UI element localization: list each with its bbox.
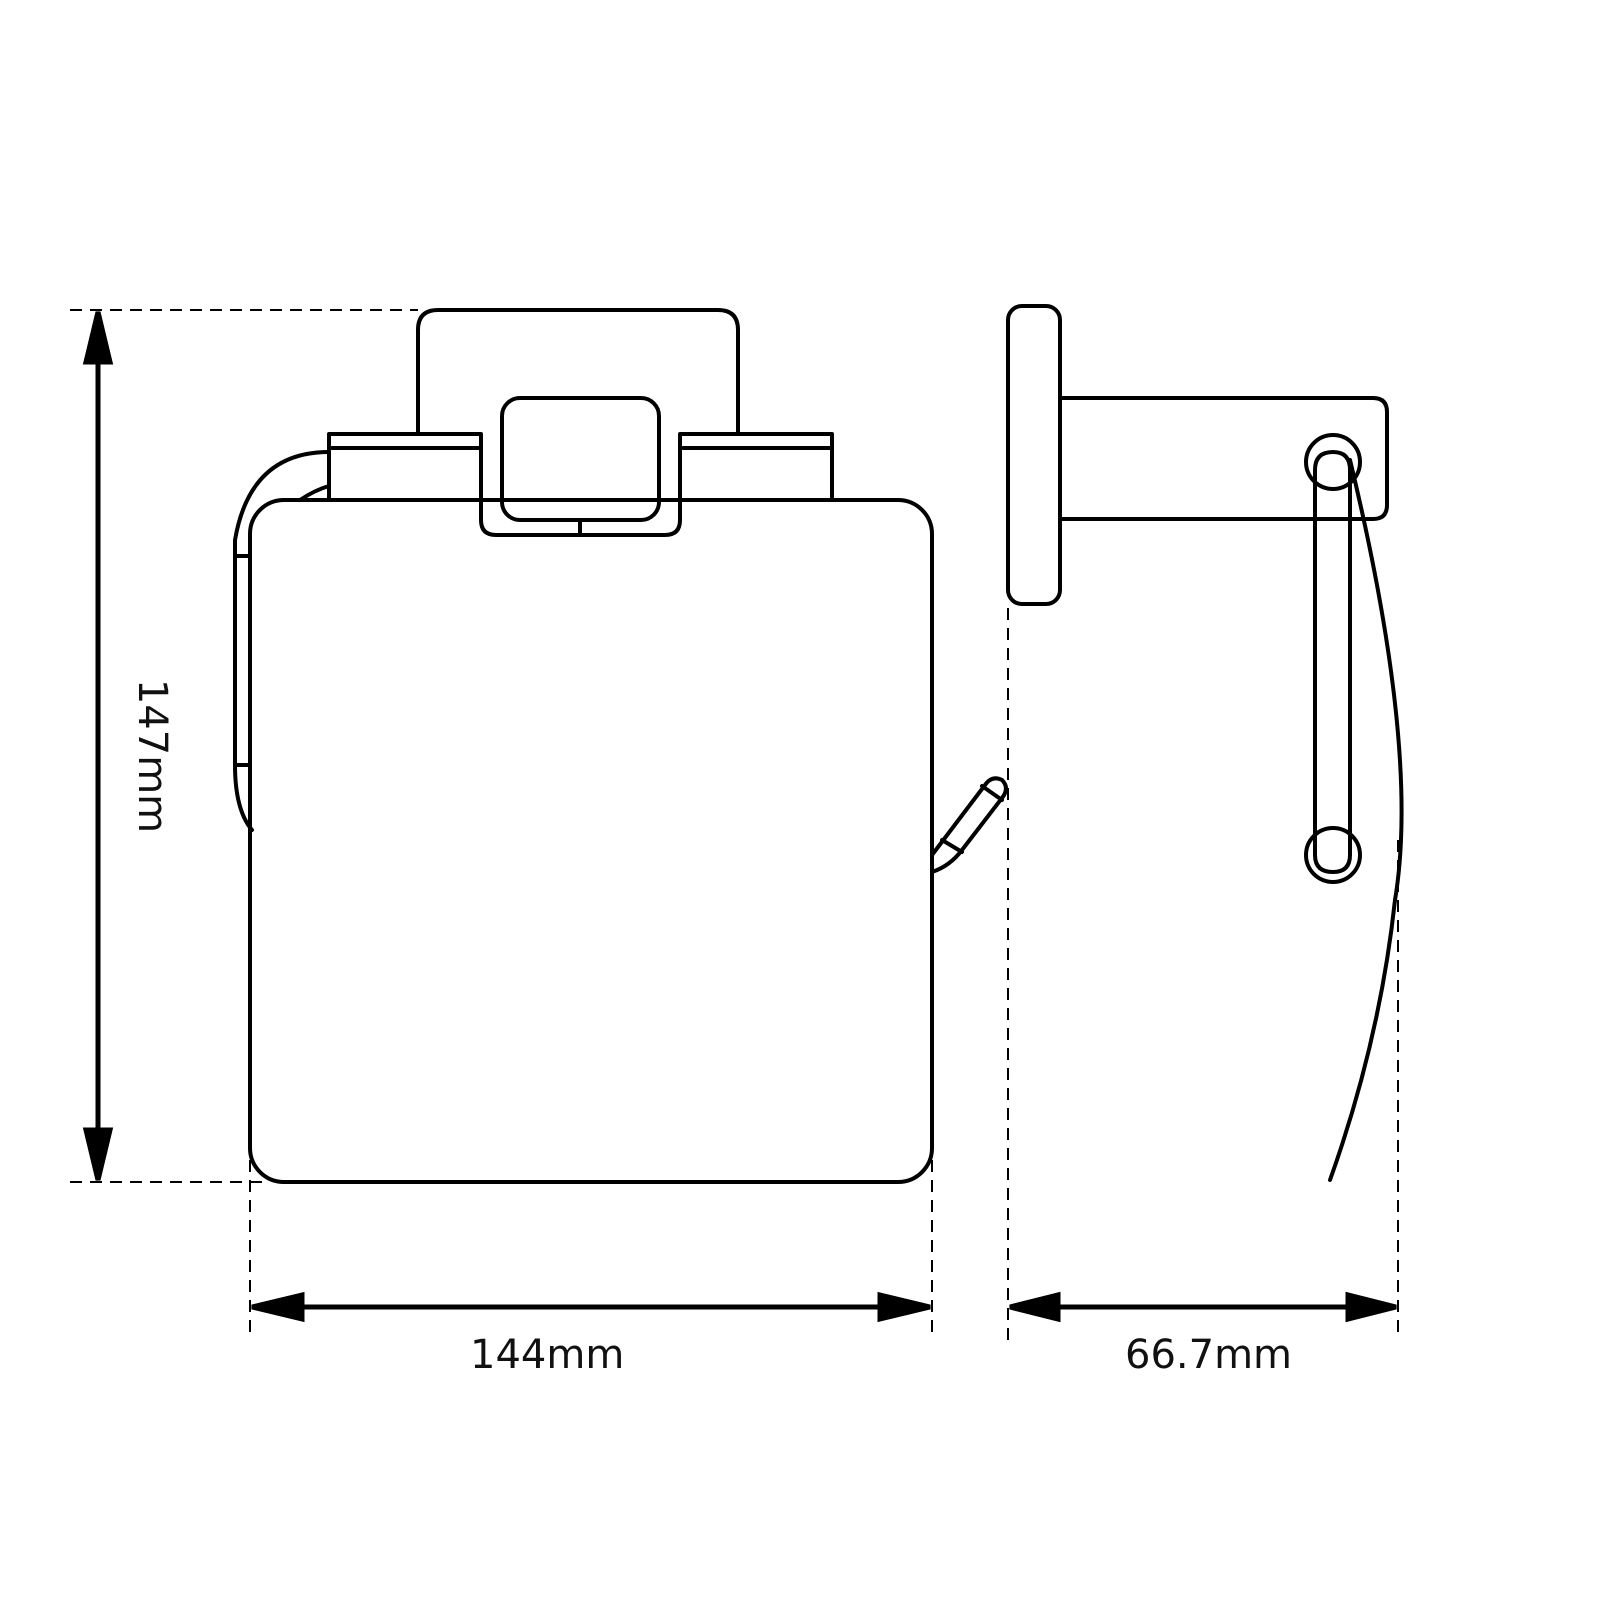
front-view (233, 308, 1008, 1184)
width-label: 144mm (470, 1332, 625, 1378)
spindle-side (1313, 450, 1352, 874)
arrow-right-icon (1345, 1291, 1397, 1323)
cover (248, 498, 934, 1184)
right-arm-block (678, 432, 834, 502)
arrow-left-icon (1009, 1291, 1061, 1323)
side-arm (1058, 396, 1389, 521)
side-wall-plate (1006, 304, 1062, 606)
wall-plate (416, 308, 740, 434)
arrow-down-icon (82, 1127, 114, 1181)
spindle-arm (233, 450, 331, 832)
hinge-block (500, 396, 661, 522)
arrow-left-icon (251, 1291, 305, 1323)
side-view (1006, 304, 1404, 1182)
cover-side-curve (1328, 458, 1404, 1182)
height-label: 147mm (129, 678, 175, 834)
left-arm-block (327, 432, 483, 502)
cover-tab (930, 776, 1008, 874)
depth-label: 66.7mm (1125, 1332, 1292, 1378)
arrow-right-icon (877, 1291, 931, 1323)
arrow-up-icon (82, 311, 114, 365)
pivot-top (1304, 433, 1362, 491)
pivot-bottom (1304, 826, 1362, 884)
